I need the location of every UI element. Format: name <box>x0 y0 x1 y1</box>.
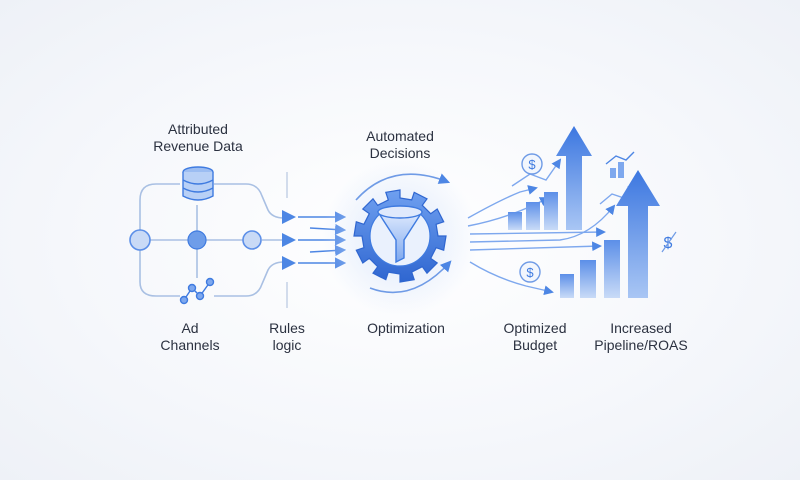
flow-line <box>469 261 554 296</box>
label-line: Decisions <box>369 145 431 161</box>
dollar-sign: $ <box>526 265 534 280</box>
network-line <box>139 183 180 240</box>
rule-triangles <box>282 210 296 270</box>
bar-growth-icon <box>508 126 635 230</box>
label-line: logic <box>272 337 302 353</box>
label-automated-decisions: Automated Decisions <box>360 128 440 162</box>
triangle-icon <box>282 233 296 247</box>
output-flows <box>467 158 638 296</box>
network-line <box>139 240 180 297</box>
label-line: Automated <box>366 128 434 144</box>
bar <box>526 202 540 230</box>
right-node <box>242 230 262 250</box>
dollar-sign: $ <box>528 157 536 172</box>
flow-line <box>511 158 562 187</box>
mini-bar <box>610 168 616 178</box>
label-line: Pipeline/ROAS <box>594 337 688 353</box>
label-line: Channels <box>160 337 220 353</box>
orbit-arrow-bottom <box>369 260 452 294</box>
orbit-arrows <box>355 173 452 294</box>
bar <box>544 192 558 230</box>
mini-bar <box>618 162 624 178</box>
triangle-icon <box>282 256 296 270</box>
triangle-icon <box>282 210 296 224</box>
label-optimization: Optimization <box>367 320 445 336</box>
mini-trend <box>605 151 635 165</box>
label-optimized-budget: Optimized Budget <box>495 320 575 354</box>
network-line <box>214 183 285 219</box>
left-node <box>129 229 151 251</box>
label-increased-pipeline: Increased Pipeline/ROAS <box>586 320 696 354</box>
dollar-slash <box>661 231 677 253</box>
database-icon <box>182 166 214 201</box>
center-node <box>187 230 207 250</box>
gear-funnel-icon <box>353 189 447 283</box>
label-line: Rules <box>269 320 305 336</box>
label-line: Increased <box>610 320 672 336</box>
orbit-arrow-top <box>355 173 451 201</box>
flow-line <box>469 204 616 243</box>
flow-line <box>469 241 602 252</box>
up-arrow-icon <box>556 126 592 230</box>
label-line: Budget <box>512 337 558 353</box>
bar <box>580 260 596 298</box>
network-line <box>214 261 285 297</box>
label-line: Optimized <box>503 320 567 336</box>
bar <box>560 274 574 298</box>
network-icon <box>179 277 215 305</box>
flow-line <box>467 185 538 219</box>
dollar-coin-icon <box>519 153 543 283</box>
label-rules-logic: Rules logic <box>255 320 319 354</box>
bar <box>508 212 522 230</box>
bar <box>604 240 620 298</box>
label-attributed-revenue: Attributed Revenue Data <box>138 121 258 155</box>
label-line: Ad <box>181 320 199 336</box>
bar-growth-icon <box>560 170 660 298</box>
flow-line <box>469 227 606 238</box>
up-arrow-icon <box>616 170 660 298</box>
label-line: Revenue Data <box>153 138 243 154</box>
label-line: Attributed <box>168 121 228 137</box>
label-ad-channels: Ad Channels <box>150 320 230 354</box>
